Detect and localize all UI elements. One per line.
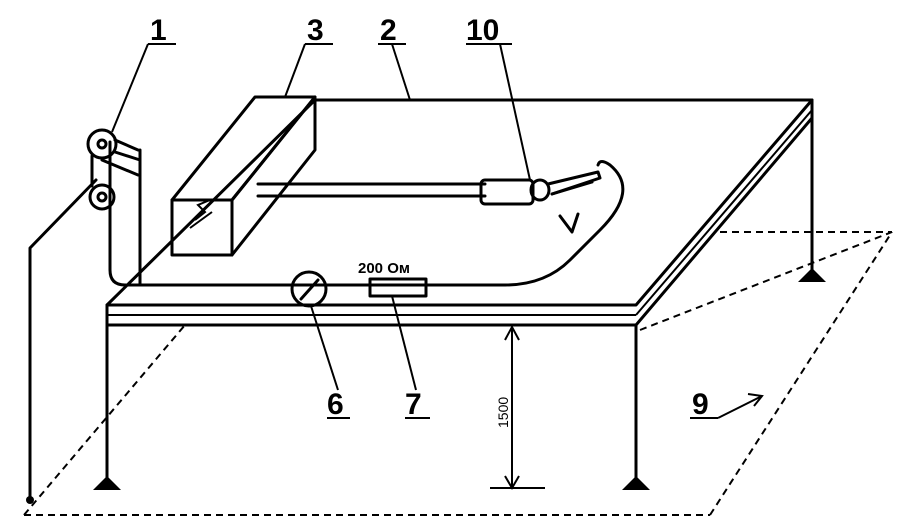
callout-2: 2 xyxy=(378,14,411,101)
callout-3: 3 xyxy=(284,14,333,98)
callout-number-2: 2 xyxy=(380,14,397,47)
table-top xyxy=(105,98,814,327)
pulley-reel xyxy=(86,128,142,211)
callout-10: 10 xyxy=(466,14,531,181)
resistor-label: 200 Ом xyxy=(358,260,410,277)
cable xyxy=(108,140,625,287)
box-device xyxy=(170,95,317,257)
leg-foot-back-right xyxy=(798,268,826,282)
dimension-label: 1500 xyxy=(495,397,511,428)
callout-number-1: 1 xyxy=(150,14,167,47)
callout-number-10: 10 xyxy=(466,14,499,47)
leg-foot-front-right xyxy=(622,476,650,490)
ground-wire xyxy=(26,178,98,504)
callout-7: 7 xyxy=(391,295,430,421)
electrode-rod xyxy=(256,170,602,206)
resistor: 200 Ом xyxy=(358,260,428,298)
callout-number-7: 7 xyxy=(405,388,422,421)
ground-terminal xyxy=(26,496,34,504)
callout-number-3: 3 xyxy=(307,14,324,47)
callout-1: 1 xyxy=(111,14,176,133)
floor-plane xyxy=(23,231,893,516)
table-legs xyxy=(93,116,826,490)
leg-foot-front-left xyxy=(93,476,121,490)
gauge-meter xyxy=(290,270,328,308)
callout-6: 6 xyxy=(310,305,350,421)
callout-number-6: 6 xyxy=(327,388,344,421)
callout-9: 9 xyxy=(690,388,764,421)
callout-number-9: 9 xyxy=(692,388,709,421)
height-dimension: 1500 xyxy=(490,324,545,490)
